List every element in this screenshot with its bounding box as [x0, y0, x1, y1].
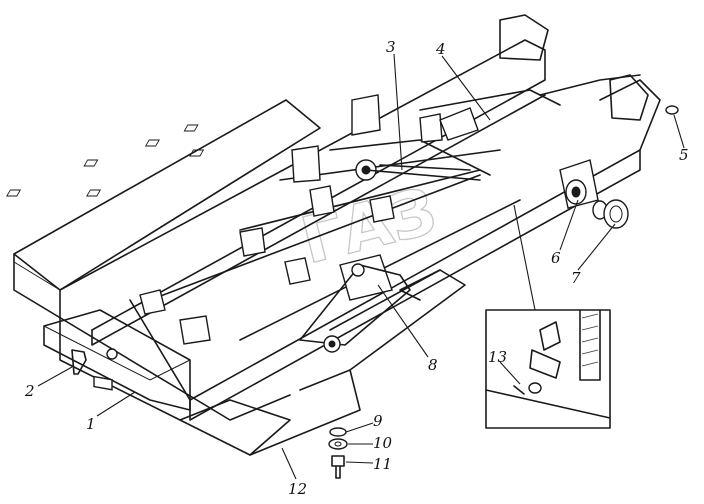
callout-7: 7	[571, 269, 581, 287]
detail-inset	[485, 309, 611, 429]
callout-4: 4	[435, 40, 446, 58]
pin-5	[665, 105, 679, 115]
base-plate	[6, 99, 321, 421]
callout-labels: 1 2 3 4 5 6 7 8 9 10 11 12 13	[24, 38, 689, 498]
stop-pad-8	[299, 263, 411, 353]
callout-1: 1	[86, 415, 96, 433]
bolt-2	[71, 348, 118, 375]
callout-6: 6	[551, 249, 561, 267]
callout-10: 10	[373, 434, 393, 452]
callout-5: 5	[679, 146, 689, 164]
callout-leaders	[37, 53, 685, 480]
lower-frame-plate	[59, 269, 466, 456]
bushing-assembly	[559, 159, 629, 229]
callout-12: 12	[288, 480, 307, 498]
mechanism-3	[355, 159, 481, 181]
fastener-stack	[328, 427, 348, 479]
callout-2: 2	[24, 382, 35, 400]
callout-8: 8	[428, 356, 438, 374]
callout-13: 13	[488, 348, 507, 366]
bottom-box	[43, 309, 191, 411]
callout-3: 3	[386, 38, 396, 56]
brackets	[139, 94, 479, 345]
detail-leader	[513, 204, 536, 311]
callout-9: 9	[373, 412, 383, 430]
callout-11: 11	[373, 455, 392, 473]
